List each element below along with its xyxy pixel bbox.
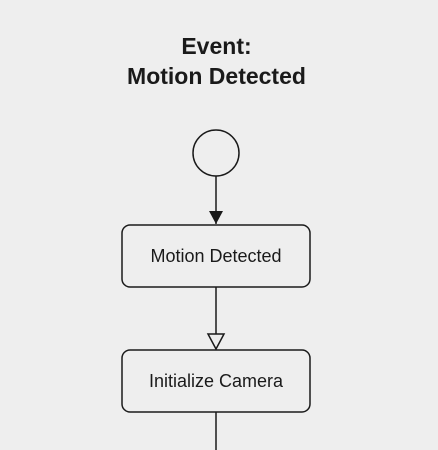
node-motion-detected-label: Motion Detected xyxy=(150,246,281,266)
arrowhead-hollow-icon xyxy=(206,333,226,351)
node-initialize-camera-label: Initialize Camera xyxy=(149,371,284,391)
arrowhead-filled-icon xyxy=(209,211,223,224)
start-node[interactable] xyxy=(192,129,240,177)
title-line-2: Motion Detected xyxy=(127,63,306,89)
diagram-title: Event: Motion Detected xyxy=(0,31,433,91)
title-line-1: Event: xyxy=(181,33,252,59)
